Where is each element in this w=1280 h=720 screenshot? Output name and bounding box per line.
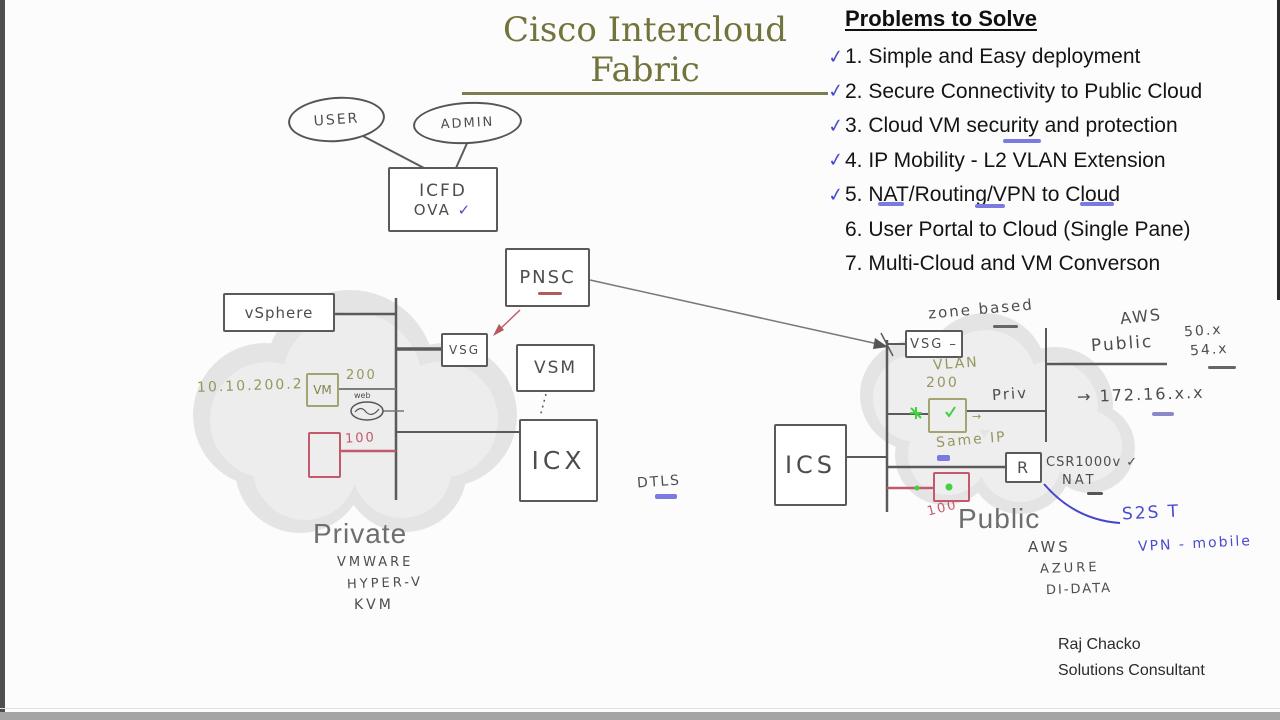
check-icon: ✓ <box>457 200 473 219</box>
check-icon: ✓ <box>826 114 846 138</box>
pen-underline <box>1080 202 1114 206</box>
vlan200-public-node <box>928 398 967 433</box>
vsm-node: VSM <box>516 344 595 392</box>
green-dot-line <box>914 485 920 491</box>
check-icon <box>828 263 845 265</box>
vsg-public-node: VSG – <box>905 330 963 358</box>
vsg-private-node: VSG <box>441 333 488 367</box>
router-node: R <box>1005 452 1042 483</box>
pen-underline <box>975 204 1005 208</box>
icx-label: ICX <box>531 446 586 475</box>
problem-item: 7. Multi-Cloud and VM Converson <box>828 247 1202 282</box>
problem-item: ✓ 5. NAT/Routing/VPN to Cloud <box>826 183 1121 207</box>
nat-label: NAT <box>1062 473 1097 488</box>
s2s-label: S2S T <box>1121 501 1181 525</box>
range-54x-label: 54.x <box>1189 340 1230 360</box>
vlan100-private-label: 100 <box>344 430 377 447</box>
pnsc-to-public-line <box>589 279 879 345</box>
vlan100-public-node <box>933 472 970 502</box>
pen-mark <box>937 455 950 461</box>
check-icon: ✓ <box>826 80 846 104</box>
check-icon: ✓ <box>826 45 846 69</box>
right-edge-bar <box>1277 0 1280 300</box>
public-zone-label: Public <box>958 503 1041 534</box>
pnsc-node: PNSC <box>505 248 590 307</box>
vsm-label: VSM <box>533 358 578 378</box>
provider-azure: AZURE <box>1039 559 1100 578</box>
dtls-label: DTLS <box>636 472 682 492</box>
private-zone-label: Private <box>313 518 408 549</box>
pnsc-arrowhead <box>493 324 504 336</box>
vsphere-label: vSphere <box>244 303 314 322</box>
vlan200-public-label: 200 <box>926 375 959 391</box>
vm-node: VM <box>306 373 339 407</box>
user-label: USER <box>313 109 360 130</box>
pen-underline <box>1003 139 1041 143</box>
left-edge-bar <box>0 0 5 712</box>
check-icon <box>828 229 845 231</box>
author-name: Raj Chacko <box>1058 636 1141 653</box>
pen-underline <box>1087 492 1103 495</box>
pnsc-label: PNSC <box>519 267 576 288</box>
public-junction-arrowhead <box>873 338 888 349</box>
olive-arrow: → <box>972 410 982 423</box>
router-label: R <box>1016 458 1031 477</box>
green-marks <box>910 406 956 419</box>
problems-list: ✓ 1. Simple and Easy deployment ✓ 2. Sec… <box>826 40 1203 282</box>
problem-item: 6. User Portal to Cloud (Single Pane) <box>828 213 1202 248</box>
green-dot-box <box>945 483 953 491</box>
ics-label: ICS <box>784 451 837 479</box>
problem-item: ✓ 4. IP Mobility - L2 VLAN Extension <box>826 148 1166 173</box>
private-cloud-highlight <box>210 312 498 520</box>
vsphere-node: vSphere <box>223 293 335 332</box>
hypervisor-vmware: VMWARE <box>337 555 414 570</box>
provider-aws: AWS <box>1028 538 1071 556</box>
ova-label: OVA <box>413 200 451 219</box>
connector-lines <box>335 135 1167 512</box>
pen-underline <box>1208 366 1236 369</box>
problem-item: ✓ 1. Simple and Easy deployment <box>826 45 1141 69</box>
bottom-hairline <box>0 708 1280 709</box>
pen-underline <box>993 325 1018 328</box>
icfd-label: ICFD <box>419 180 467 201</box>
provider-didata: DI-DATA <box>1045 580 1113 599</box>
ics-node: ICS <box>774 424 847 506</box>
s2s-vpn-line <box>1043 483 1121 524</box>
hypervisor-kvm: KVM <box>354 597 394 613</box>
problems-heading: Problems to Solve <box>845 6 1037 31</box>
problem-item: ✓ 3. Cloud VM security and protection <box>826 114 1178 138</box>
problem-item: ✓ 2. Secure Connectivity to Public Cloud <box>826 79 1203 104</box>
web-label: web <box>354 391 371 400</box>
vlan-word-label: VLAN <box>932 354 980 374</box>
pen-underline <box>878 202 904 206</box>
page-title: Cisco Intercloud Fabric <box>462 10 828 95</box>
web-vm-scribble <box>350 401 384 421</box>
admin-label: ADMIN <box>440 114 495 132</box>
pen-underline <box>1152 412 1174 416</box>
priv-label: Priv <box>991 383 1029 405</box>
vm-label: VM <box>313 383 332 397</box>
vsg-public-label: VSG – <box>910 336 958 352</box>
range-50x-label: 50.x <box>1183 321 1224 341</box>
vlan200-private-label: 200 <box>346 368 377 383</box>
csr1000v-label: CSR1000v ✓ <box>1046 455 1139 470</box>
pen-underline <box>655 494 677 499</box>
vlan100-private-node <box>308 432 341 478</box>
icfd-ova-node: ICFD OVA ✓ <box>388 167 498 232</box>
check-icon: ✓ <box>826 149 846 173</box>
vsg-private-label: VSG <box>448 343 481 357</box>
author-role: Solutions Consultant <box>1058 662 1205 679</box>
icx-node: ICX <box>519 419 598 502</box>
check-icon: ✓ <box>826 183 846 207</box>
hypervisor-hyperv: HYPER-V <box>346 574 424 593</box>
pen-underline <box>538 292 562 295</box>
bottom-bar <box>0 712 1280 720</box>
